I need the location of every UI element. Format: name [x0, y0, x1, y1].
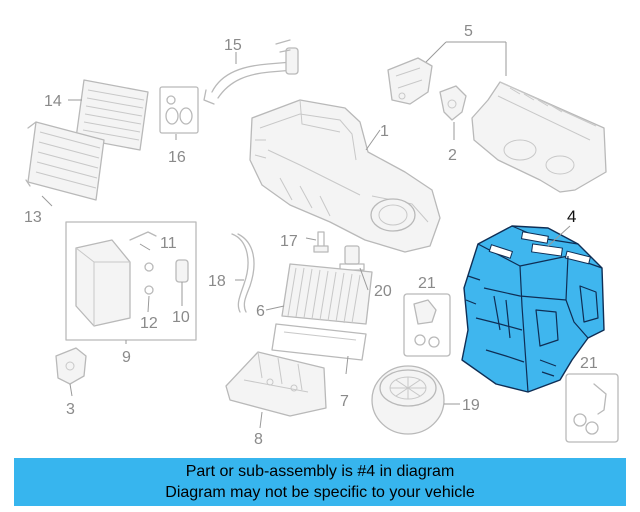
part-15-pipes[interactable]: [203, 39, 299, 105]
callout-4-highlighted: 4: [567, 207, 576, 226]
part-1-hvac-housing[interactable]: [249, 99, 441, 253]
callout-12: 12: [140, 315, 158, 332]
part-2-bracket[interactable]: [439, 85, 467, 121]
part-18-drain-hose[interactable]: [231, 233, 255, 313]
part-21-kit-right[interactable]: [565, 373, 619, 443]
callout-13: 13: [24, 209, 42, 226]
callout-21-right: 21: [580, 355, 598, 372]
callout-18: 18: [208, 273, 226, 290]
callout-21-left: 21: [418, 275, 436, 292]
callout-20: 20: [374, 283, 392, 300]
callout-11: 11: [160, 235, 177, 252]
leader-lines: [41, 41, 571, 429]
callout-3: 3: [66, 401, 75, 418]
callout-6: 6: [256, 303, 265, 320]
callout-7: 7: [340, 393, 349, 410]
callout-17: 17: [280, 233, 298, 250]
part-5-actuator[interactable]: [387, 57, 433, 105]
info-banner: Part or sub-assembly is #4 in diagram Di…: [14, 458, 626, 506]
part-16-grommets[interactable]: [159, 86, 199, 134]
part-8-tray[interactable]: [225, 351, 327, 417]
banner-line-2: Diagram may not be specific to your vehi…: [165, 484, 475, 501]
parts-diagram: 1 2 3 4 5 6 7 8 9 10 11 12 13 14 15 16 1…: [24, 23, 619, 448]
callout-19: 19: [462, 397, 480, 414]
part-14-heater-core[interactable]: [75, 79, 149, 151]
banner-line-1: Part or sub-assembly is #4 in diagram: [185, 463, 455, 480]
part-5-duct-housing[interactable]: [471, 81, 607, 193]
part-4-hvac-assembly-highlighted[interactable]: [461, 225, 605, 393]
part-17-bolt[interactable]: [313, 231, 329, 253]
part-7-filter-cover[interactable]: [271, 323, 367, 361]
callout-14: 14: [44, 93, 62, 110]
part-9-group[interactable]: [65, 221, 197, 341]
callout-15: 15: [224, 37, 242, 54]
callout-9: 9: [122, 349, 131, 366]
callout-10: 10: [172, 309, 190, 326]
part-21-kit-left[interactable]: [403, 293, 451, 357]
callout-16: 16: [168, 149, 186, 166]
callout-5: 5: [464, 23, 473, 40]
callout-2: 2: [448, 147, 457, 164]
part-6-cabin-filter[interactable]: [281, 263, 373, 325]
part-19-blower-motor[interactable]: [371, 365, 445, 435]
part-13-evaporator[interactable]: [25, 121, 105, 201]
part-20-sensor[interactable]: [339, 245, 365, 271]
callout-1: 1: [380, 123, 389, 140]
callout-8: 8: [254, 431, 263, 448]
part-3-mount[interactable]: [55, 347, 87, 385]
